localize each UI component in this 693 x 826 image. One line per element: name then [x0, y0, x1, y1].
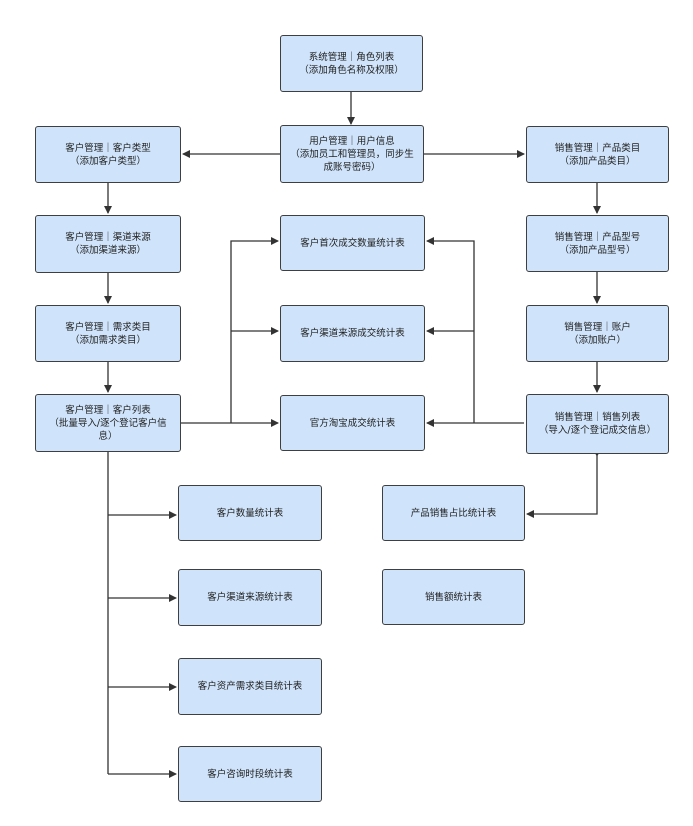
connector-sales-list-to-first-deal [426, 237, 475, 423]
node-sales-list: 销售管理｜销售列表 （导入/逐个登记成交信息） [526, 394, 669, 454]
node-role-list: 系统管理｜角色列表 （添加角色名称及权限） [280, 35, 423, 92]
node-customer-demand-stats: 客户资产需求类目统计表 [178, 658, 322, 715]
node-taobao-deal-stats: 官方淘宝成交统计表 [280, 395, 425, 451]
connector-sales-list-to-product-ratio [526, 449, 601, 518]
node-channel-source: 客户管理｜渠道来源 （添加渠道来源） [35, 215, 181, 273]
node-customer-type: 客户管理｜客户类型 （添加客户类型） [35, 126, 181, 183]
node-customer-channel-stats: 客户渠道来源统计表 [178, 569, 322, 626]
node-product-category: 销售管理｜产品类目 （添加产品类目） [526, 126, 669, 183]
node-product-sales-ratio-stats: 产品销售占比统计表 [382, 485, 525, 541]
node-channel-deal-stats: 客户渠道来源成交统计表 [280, 305, 425, 362]
node-customer-consult-time-stats: 客户咨询时段统计表 [178, 746, 322, 802]
node-account: 销售管理｜账户 （添加账户） [526, 305, 669, 362]
connector-customer-list-to-first-deal [230, 237, 279, 423]
node-demand-category: 客户管理｜需求类目 （添加需求类目） [35, 305, 181, 362]
node-product-model: 销售管理｜产品型号 （添加产品型号） [526, 215, 669, 272]
node-sales-amount-stats: 销售额统计表 [382, 569, 525, 625]
node-customer-count-stats: 客户数量统计表 [178, 485, 322, 541]
node-user-info: 用户管理｜用户信息 （添加员工和管理员，同步生 成账号密码） [280, 125, 424, 183]
node-first-deal-stats: 客户首次成交数量统计表 [280, 215, 425, 271]
node-customer-list: 客户管理｜客户列表 （批量导入/逐个登记客户信 息） [35, 394, 181, 452]
